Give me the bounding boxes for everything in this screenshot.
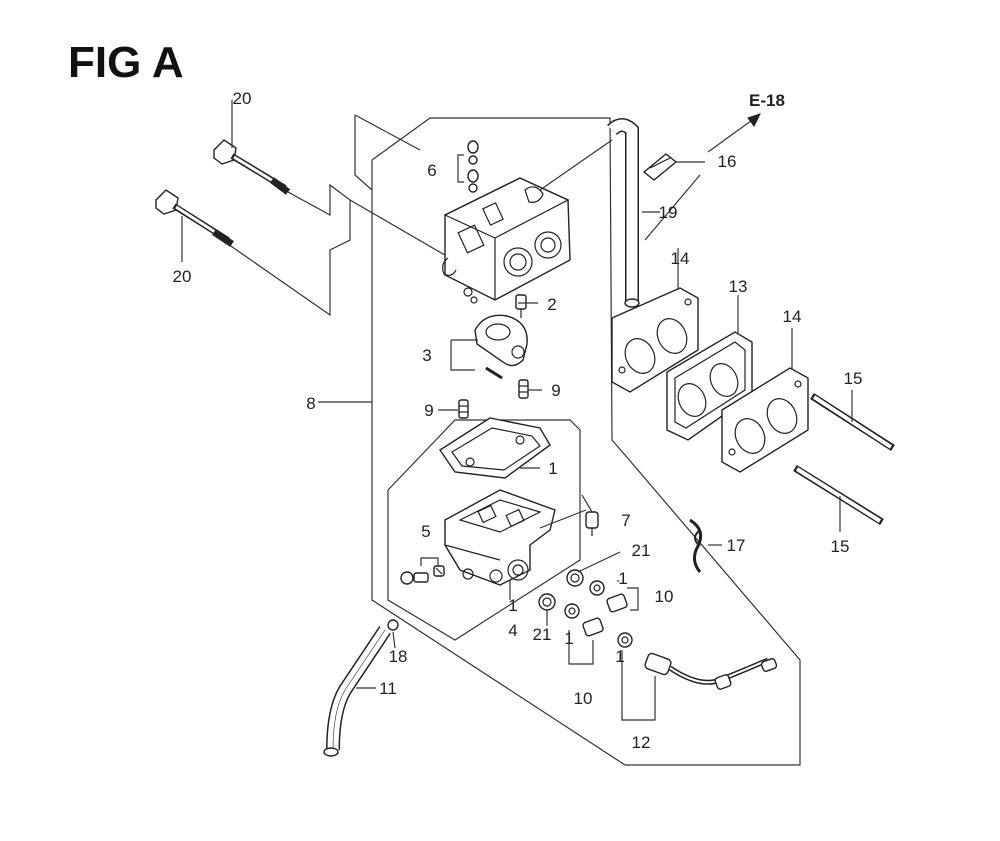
part-2-jet — [515, 294, 527, 318]
part-4-carb-body — [444, 489, 556, 586]
callout-13: 13 — [729, 277, 748, 296]
callout-3: 3 — [422, 346, 431, 365]
callout-15-lower: 15 — [831, 537, 850, 556]
callout-16: 16 — [718, 152, 737, 171]
callout-18: 18 — [389, 647, 408, 666]
part-1-orings — [564, 580, 633, 648]
part-14-gasket-back — [611, 287, 699, 393]
part-7-fitting — [539, 494, 599, 536]
reference-e18: E-18 — [749, 91, 785, 110]
part-11-hose — [323, 619, 399, 757]
callout-2: 2 — [547, 295, 556, 314]
figure-title: FIG A — [68, 38, 184, 87]
callout-20-lower: 20 — [173, 267, 192, 286]
bolt-lower — [155, 189, 234, 247]
callout-1-oring-upper: 1 — [618, 569, 627, 588]
callout-8: 8 — [306, 394, 315, 413]
part-15-studs — [793, 393, 895, 525]
callout-7: 7 — [621, 511, 630, 530]
e18-arrow — [644, 113, 761, 241]
callout-1-body: 1 — [508, 596, 517, 615]
part-14-gasket-front — [721, 367, 809, 473]
callout-21-lower: 21 — [533, 625, 552, 644]
callout-15-upper: 15 — [844, 369, 863, 388]
callout-11: 11 — [379, 679, 397, 698]
callout-9-left: 9 — [424, 401, 433, 420]
part-5-screws — [400, 557, 445, 585]
callout-14-back: 14 — [671, 249, 690, 268]
assembly-outline-8 — [354, 114, 801, 766]
callout-1-gasket: 1 — [548, 459, 557, 478]
callout-10-upper: 10 — [655, 587, 674, 606]
callout-21-upper: 21 — [632, 541, 651, 560]
part-10-bolts — [582, 593, 628, 637]
callout-19: 19 — [659, 203, 678, 222]
bolt-leaders — [181, 100, 451, 317]
callout-5: 5 — [421, 522, 430, 541]
carb-body-frame — [387, 419, 581, 641]
bolt-upper — [213, 139, 291, 195]
callout-17: 17 — [727, 536, 746, 555]
callout-6: 6 — [427, 161, 436, 180]
part-1-gasket — [439, 417, 551, 479]
callout-12: 12 — [632, 733, 651, 752]
callout-14-front: 14 — [783, 307, 802, 326]
part-6-screws — [457, 140, 479, 193]
part-21-plugs — [538, 569, 584, 611]
part-3-cover — [474, 314, 528, 380]
callout-20-upper: 20 — [233, 89, 252, 108]
callout-9-right: 9 — [551, 381, 560, 400]
upper-carburetor — [442, 177, 571, 304]
callout-leaders — [318, 211, 853, 721]
part-17-clip — [689, 518, 703, 573]
callout-4: 4 — [508, 621, 517, 640]
callout-1-oring-lower: 1 — [564, 629, 573, 648]
callout-labels: 20 20 6 2 3 9 9 8 1 5 7 1 4 21 1 10 21 1… — [173, 89, 863, 752]
part-9-screws — [458, 379, 529, 419]
part-12-cable — [644, 652, 778, 690]
callout-1-oring-cable: 1 — [615, 647, 624, 666]
part-19-tube — [539, 118, 640, 308]
part-16-clip — [642, 153, 705, 181]
callout-10-lower: 10 — [574, 689, 593, 708]
